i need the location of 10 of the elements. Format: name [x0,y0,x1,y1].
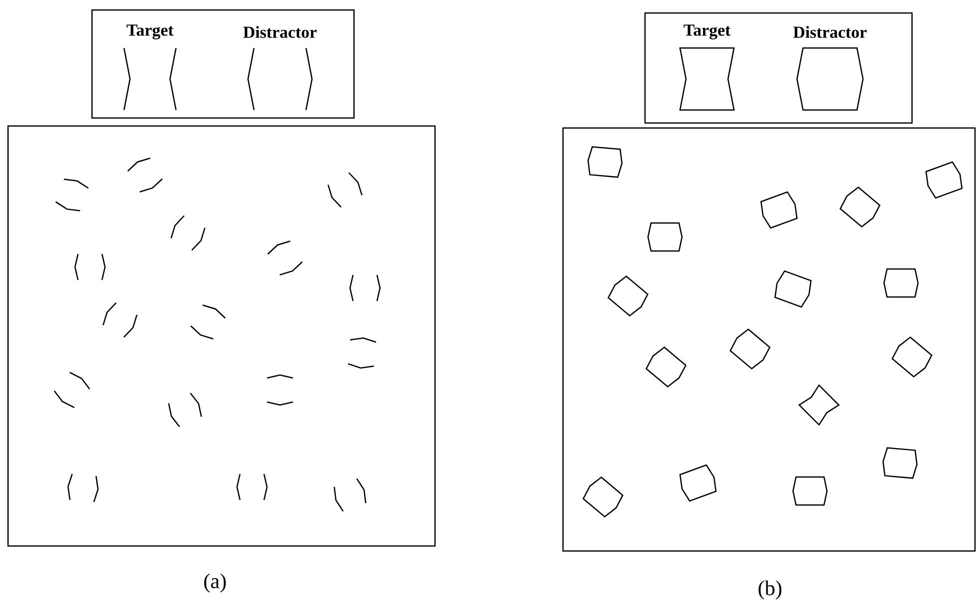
node-label: Distractor [243,26,317,38]
node-label: Distractor [793,26,867,38]
panel-caption: (a) [204,573,226,593]
panel-caption: (b) [758,580,782,600]
search-display-box [7,125,436,547]
search-display-box [562,127,976,552]
node-label: Target [684,24,731,40]
node-label: Target [126,24,174,40]
legend-box [91,9,355,119]
legend-box [644,12,913,124]
